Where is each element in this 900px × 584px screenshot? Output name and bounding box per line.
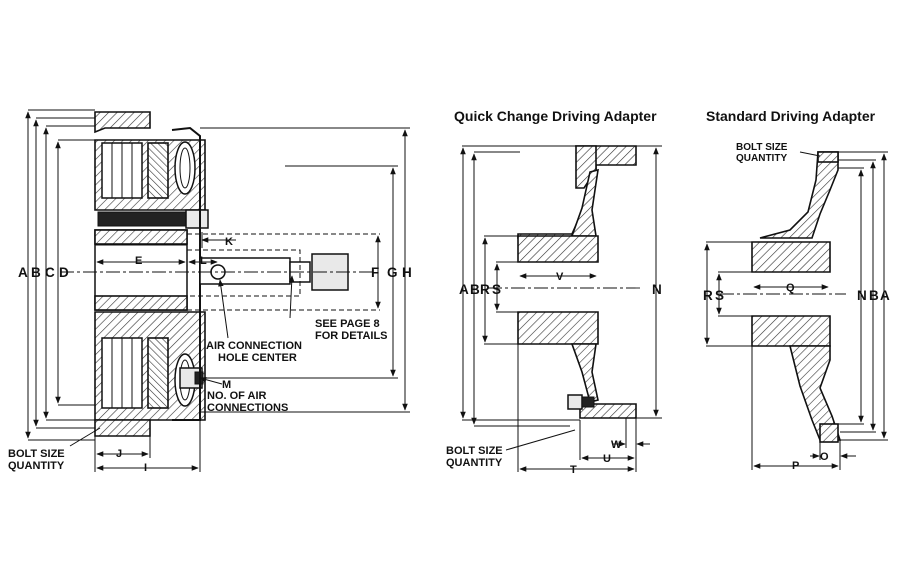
standard-bolt-line2: QUANTITY (736, 153, 787, 164)
no-air-line1: NO. OF AIR (207, 390, 267, 402)
standard-label-a: A (880, 288, 890, 303)
air-connection-line1: AIR CONNECTION (206, 340, 302, 352)
standard-bolt-line1: BOLT SIZE (736, 142, 788, 153)
standard-label-n: N (857, 288, 867, 303)
standard-adapter-view (704, 151, 888, 470)
quick-change-labels: A B R S V N W U T BOLT SIZE QUANTITY (446, 271, 662, 476)
bolt-size-line2: QUANTITY (8, 460, 65, 472)
quick-label-b: B (470, 282, 480, 297)
see-page-line1: SEE PAGE 8 (315, 318, 380, 330)
dim-label-k: K (225, 236, 233, 248)
standard-label-p: P (792, 460, 799, 472)
no-air-line2: CONNECTIONS (207, 402, 288, 414)
quick-label-a: A (459, 282, 469, 297)
dim-label-m: M (222, 379, 231, 391)
standard-label-b: B (869, 288, 879, 303)
standard-labels: R S Q N B A O P BOLT SIZE QUANTITY (703, 142, 890, 472)
quick-change-adapter-view (460, 145, 662, 472)
upper-bolt-block (94, 111, 151, 134)
dim-label-d: D (59, 265, 69, 280)
air-connection-line2: HOLE CENTER (218, 352, 297, 364)
standard-label-o: O (820, 451, 829, 463)
quick-label-r: R (480, 282, 490, 297)
quick-label-t: T (570, 464, 577, 476)
quick-label-n: N (652, 282, 662, 297)
clutch-assembly-view (25, 109, 410, 472)
dim-label-f: F (371, 265, 379, 280)
quick-bolt-line2: QUANTITY (446, 457, 503, 469)
see-page-line2: FOR DETAILS (315, 330, 388, 342)
lower-bolt-block (94, 419, 151, 437)
quick-bolt-line1: BOLT SIZE (446, 445, 503, 457)
dim-label-l: L (200, 255, 207, 267)
quick-label-v: V (556, 271, 564, 283)
quick-label-u: U (603, 453, 611, 465)
standard-label-r: R (703, 288, 713, 303)
standard-label-q: Q (786, 282, 795, 294)
bolt-size-line1: BOLT SIZE (8, 448, 65, 460)
dim-label-b: B (31, 265, 41, 280)
clutch-labels: A B C D E L K F G H J I M NO. OF AIR CON… (8, 236, 412, 474)
upper-air-tube (174, 141, 196, 195)
dim-label-a: A (18, 265, 28, 280)
dim-label-g: G (387, 265, 398, 280)
upper-friction-disk (97, 211, 187, 227)
dim-label-c: C (45, 265, 55, 280)
dim-label-i: I (144, 462, 147, 474)
dim-label-h: H (402, 265, 412, 280)
dim-label-j: J (116, 448, 122, 460)
quick-change-title: Quick Change Driving Adapter (454, 108, 657, 124)
standard-title: Standard Driving Adapter (706, 108, 876, 124)
quick-label-s: S (492, 282, 501, 297)
dim-label-e: E (135, 255, 142, 267)
quick-label-w: W (611, 439, 622, 451)
upper-bolt-head (185, 209, 209, 229)
standard-label-s: S (715, 288, 724, 303)
